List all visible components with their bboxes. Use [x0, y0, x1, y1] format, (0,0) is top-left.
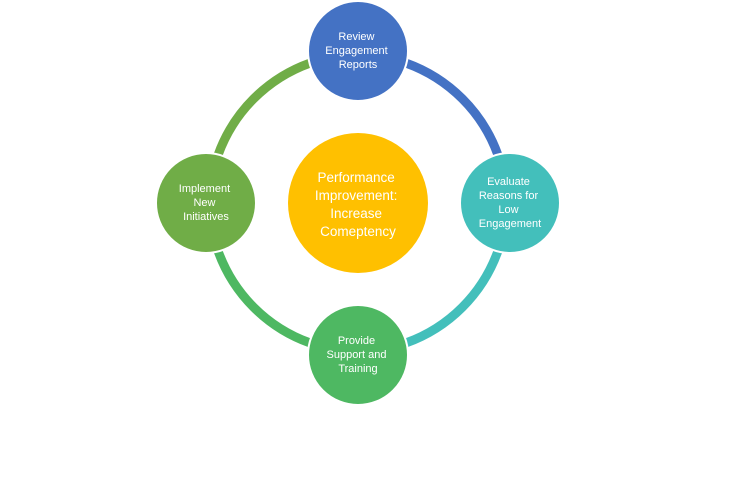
center-label-line: Comeptency — [320, 224, 396, 239]
arc-review-to-evaluate — [404, 58, 503, 157]
step-label-line: Review — [338, 31, 374, 43]
step-circle-provide — [307, 304, 409, 406]
step-label-line: Low — [498, 204, 518, 216]
arc-evaluate-to-provide — [404, 249, 503, 348]
step-label-line: Engagement — [479, 218, 541, 230]
step-node-evaluate: Evaluate Reasons for Low Engagement — [459, 152, 561, 254]
step-label-line: Reports — [339, 59, 378, 71]
step-label-line: Evaluate — [487, 176, 530, 188]
step-label-line: Implement — [179, 183, 230, 195]
svg-text:Evaluate Reasons for: Evaluate Reasons for Low Engagement — [479, 176, 541, 230]
center-label-line: Performance — [317, 170, 394, 185]
step-label-line: Support and — [327, 349, 387, 361]
arc-provide-to-implement — [213, 249, 312, 348]
step-circle-implement — [155, 152, 257, 254]
step-node-review: Review Engagement Reports — [307, 0, 409, 102]
center-node: Performance Improvement: Increase Comept… — [288, 133, 428, 273]
step-label-line: Provide — [338, 335, 375, 347]
step-label-line: Training — [338, 363, 377, 375]
svg-text:Provide Support and: Provide Support and Training — [327, 335, 390, 375]
center-circle — [288, 133, 428, 273]
step-circle-review — [307, 0, 409, 102]
step-node-provide: Provide Support and Training — [307, 304, 409, 406]
svg-text:Performance Improvement:: Performance Improvement: Increase Comept… — [315, 170, 401, 239]
step-label-line: Initiatives — [183, 211, 229, 223]
step-label-line: New — [193, 197, 215, 209]
svg-text:Implement New Init: Implement New Initiatives — [179, 183, 233, 223]
step-circle-evaluate — [459, 152, 561, 254]
arc-implement-to-review — [213, 58, 312, 157]
center-label-line: Increase — [330, 206, 382, 221]
step-label-line: Engagement — [325, 45, 387, 57]
svg-text:Review Engagement: Review Engagement Reports — [325, 31, 390, 71]
step-node-implement: Implement New Initiatives — [155, 152, 257, 254]
step-label-line: Reasons for — [479, 190, 539, 202]
center-label-line: Improvement: — [315, 188, 398, 203]
